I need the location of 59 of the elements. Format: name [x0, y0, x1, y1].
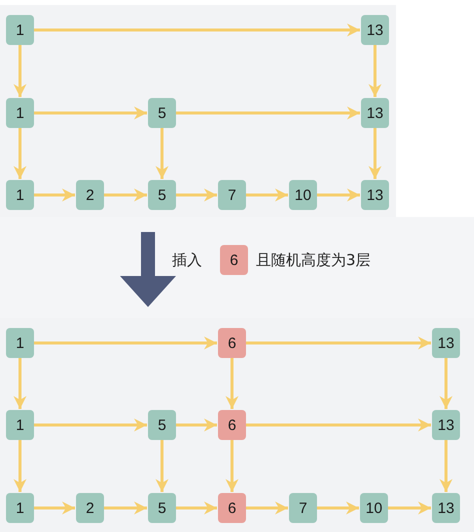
list-node: 5: [148, 98, 176, 128]
arrow: [34, 106, 147, 120]
list-node: 5: [148, 180, 176, 210]
arrow: [34, 188, 75, 202]
list-node: 1: [6, 15, 34, 45]
arrow: [34, 336, 217, 350]
arrow: [317, 502, 359, 514]
list-node: 13: [361, 180, 389, 210]
arrow: [176, 106, 360, 120]
arrow: [34, 418, 147, 432]
list-node: 13: [361, 15, 389, 45]
list-node: 13: [361, 98, 389, 128]
list-node: 1: [6, 180, 34, 210]
arrow: [156, 128, 168, 179]
list-node: 2: [76, 493, 104, 523]
arrow: [176, 188, 217, 202]
list-node: 10: [289, 180, 317, 210]
arrow: [34, 24, 360, 36]
list-node: 1: [6, 410, 34, 440]
arrow: [14, 128, 26, 179]
list-node: 1: [6, 328, 34, 358]
caption-text: 且随机高度为3层: [256, 250, 371, 270]
caption-text: 插入: [172, 250, 202, 270]
arrow: [388, 502, 431, 514]
arrow: [368, 128, 382, 179]
list-node: 13: [432, 410, 460, 440]
arrow: [104, 502, 147, 514]
arrow: [176, 418, 217, 432]
arrow: [246, 336, 431, 350]
list-node: 6: [218, 410, 246, 440]
arrow: [14, 45, 26, 97]
arrow: [246, 188, 288, 202]
list-node: 5: [148, 410, 176, 440]
arrow: [440, 440, 452, 492]
arrow: [246, 502, 288, 514]
list-node: 5: [148, 493, 176, 523]
list-node: 13: [432, 493, 460, 523]
list-node: 6: [220, 245, 248, 275]
arrow: [226, 440, 238, 492]
arrow: [176, 502, 217, 514]
list-node: 7: [218, 180, 246, 210]
list-node: 2: [76, 180, 104, 210]
list-node: 1: [6, 98, 34, 128]
arrow: [226, 358, 238, 409]
list-node: 6: [218, 493, 246, 523]
list-node: 10: [360, 493, 388, 523]
arrow: [104, 188, 147, 202]
list-node: 7: [289, 493, 317, 523]
arrow: [34, 502, 75, 514]
list-node: 1: [6, 493, 34, 523]
arrow: [156, 440, 168, 492]
arrow: [317, 188, 360, 202]
arrow: [246, 418, 431, 432]
arrow: [440, 358, 452, 409]
list-node: 13: [432, 328, 460, 358]
arrow: [368, 45, 382, 97]
arrow: [14, 358, 26, 409]
arrow: [14, 440, 26, 492]
list-node: 6: [218, 328, 246, 358]
